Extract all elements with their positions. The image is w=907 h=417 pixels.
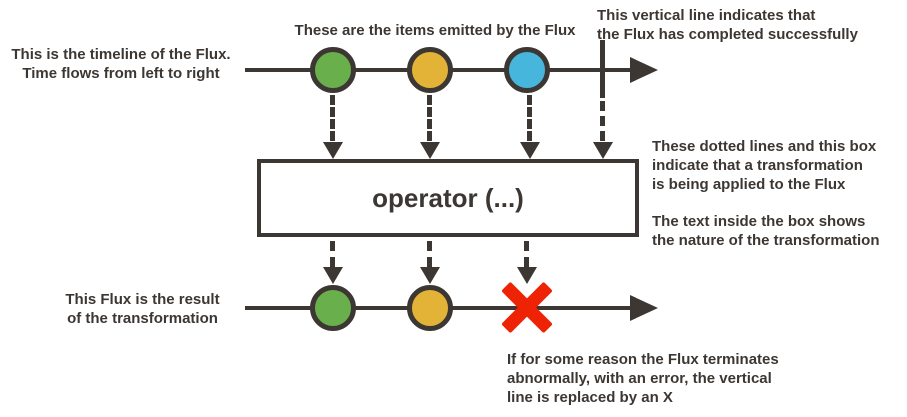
- down-arrowhead-icon: [517, 267, 537, 284]
- dotted-line-down: [330, 241, 335, 267]
- annotation-line: is being applied to the Flux: [652, 176, 846, 193]
- annotation-source-timeline: This is the timeline of the Flux. Time f…: [2, 45, 240, 83]
- error-x-icon: [499, 280, 555, 336]
- annotation-line: the nature of the transformation: [652, 232, 880, 249]
- annotation-line: These are the items emitted by the Flux: [294, 22, 576, 39]
- marble-source-1: [310, 47, 356, 93]
- annotation-complete-line: This vertical line indicates that the Fl…: [597, 6, 897, 44]
- annotation-line: Time flows from left to right: [22, 65, 220, 82]
- marble-result-2: [407, 285, 453, 331]
- dotted-line-down: [524, 241, 529, 267]
- annotation-line: of the transformation: [67, 310, 218, 327]
- annotation-line: line is replaced by an X: [507, 389, 673, 406]
- down-arrowhead-icon: [520, 142, 540, 159]
- annotation-line: This Flux is the result: [65, 291, 220, 308]
- complete-vertical-line: [600, 40, 605, 98]
- marble-source-2: [407, 47, 453, 93]
- annotation-transformation: These dotted lines and this box indicate…: [652, 137, 902, 194]
- result-timeline-arrowhead-icon: [630, 295, 658, 321]
- annotation-line: This is the timeline of the Flux.: [11, 46, 231, 63]
- dotted-line-down: [527, 95, 532, 141]
- down-arrowhead-icon: [323, 267, 343, 284]
- marble-result-1: [310, 285, 356, 331]
- dotted-line-down: [600, 101, 605, 141]
- annotation-box-text: The text inside the box shows the nature…: [652, 212, 902, 250]
- operator-label: operator (...): [372, 182, 524, 213]
- down-arrowhead-icon: [593, 142, 613, 159]
- down-arrowhead-icon: [323, 142, 343, 159]
- operator-box: operator (...): [257, 159, 639, 237]
- dotted-line-down: [427, 95, 432, 141]
- down-arrowhead-icon: [420, 142, 440, 159]
- annotation-line: This vertical line indicates that: [597, 7, 816, 24]
- down-arrowhead-icon: [420, 267, 440, 284]
- annotation-line: indicate that a transformation: [652, 157, 863, 174]
- dotted-line-down: [427, 241, 432, 267]
- annotation-line: abnormally, with an error, the vertical: [507, 370, 772, 387]
- dotted-line-down: [330, 95, 335, 141]
- annotation-line: the Flux has completed successfully: [597, 26, 858, 43]
- annotation-line: These dotted lines and this box: [652, 138, 877, 155]
- annotation-error-x: If for some reason the Flux terminates a…: [507, 350, 807, 407]
- annotation-emitted-items: These are the items emitted by the Flux: [278, 21, 592, 40]
- annotation-result-flux: This Flux is the result of the transform…: [45, 290, 240, 328]
- annotation-line: If for some reason the Flux terminates: [507, 351, 779, 368]
- source-timeline-arrowhead-icon: [630, 57, 658, 83]
- marble-source-3: [504, 47, 550, 93]
- annotation-line: The text inside the box shows: [652, 213, 866, 230]
